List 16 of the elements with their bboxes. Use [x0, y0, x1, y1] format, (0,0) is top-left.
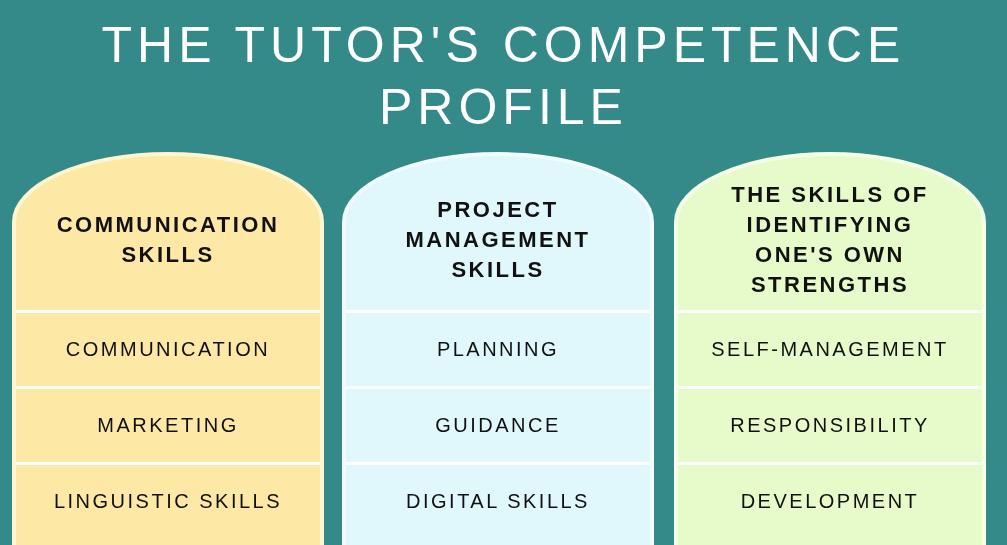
item-label: RESPONSIBILITY [730, 414, 930, 437]
item-label: PLANNING [436, 338, 560, 361]
column-panel [12, 152, 324, 545]
column-heading: THE SKILLS OF IDENTIFYING ONE'S OWN STRENGTHS [730, 181, 930, 299]
item-label: GUIDANCE [435, 414, 561, 437]
item-label: DEVELOPMENT [740, 490, 920, 513]
column-heading: PROJECT MANAGEMENT SKILLS [404, 196, 592, 284]
column-panel [674, 152, 986, 545]
title: THE TUTOR'S COMPETENCE PROFILE [100, 16, 907, 137]
item-label: MARKETING [97, 414, 239, 437]
item-label: SELF-MANAGEMENT [711, 338, 949, 361]
column-panel [342, 152, 654, 545]
column-heading: COMMUNICATION SKILLS [55, 211, 281, 269]
item-label: DIGITAL SKILLS [406, 490, 590, 513]
item-label: LINGUISTIC SKILLS [53, 490, 283, 513]
item-label: COMMUNICATION [65, 338, 271, 361]
